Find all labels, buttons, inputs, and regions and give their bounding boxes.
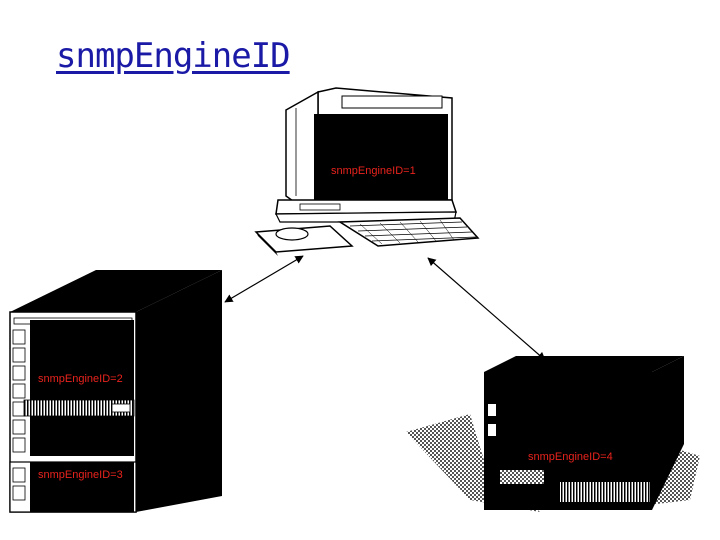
rack-server: snmpEngineID=2 snmpEngineID=3	[9, 270, 222, 513]
network-box-icon	[406, 356, 700, 512]
page-title: snmpEngineID	[56, 36, 291, 76]
workstation: snmpEngineID=1	[254, 87, 480, 256]
desktop-computer-icon	[254, 87, 480, 256]
rack-top-label: snmpEngineID=2	[38, 373, 123, 385]
network-box: snmpEngineID=4	[406, 356, 700, 512]
router-label: snmpEngineID=4	[528, 451, 613, 463]
link-workstation-router	[427, 257, 546, 361]
rack-bottom-label: snmpEngineID=3	[38, 469, 123, 481]
link-workstation-rack	[224, 255, 304, 303]
connections	[224, 255, 546, 361]
rack-server-icon	[9, 270, 222, 513]
workstation-label: snmpEngineID=1	[331, 165, 416, 177]
